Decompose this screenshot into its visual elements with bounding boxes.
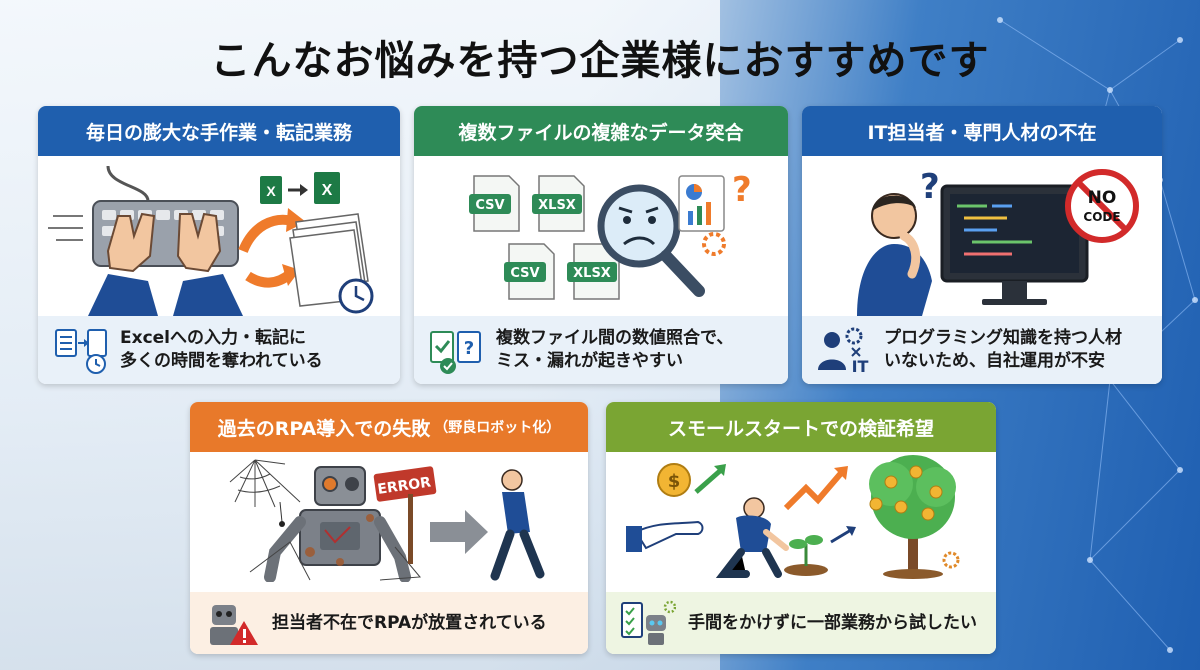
svg-text:?: ? [464,338,474,359]
it-person-gear-icon: IT [818,327,869,376]
no-code-badge-line-1: NO [1088,188,1117,208]
card-heading: 過去のRPA導入での失敗 （野良ロボット化） [190,402,588,452]
card-description: Excelへの入力・転記に 多くの時間を奪われている [38,316,400,384]
keyboard-typing-illustration: X X [38,156,400,316]
file-label-csv: CSV [510,266,539,281]
svg-text:?: ? [732,170,752,210]
description-line-2: ミス・漏れが起きやすい [496,351,683,371]
broken-robot-illustration: ERROR [190,452,588,582]
card-no-it-staff: IT担当者・専門人材の不在 ? NO CODE [802,106,1162,384]
heading-note: （野良ロボット化） [434,420,561,436]
description-line-2: いないため、自社運用が不安 [884,351,1105,371]
card-manual-work: 毎日の膨大な手作業・転記業務 X X [38,106,400,384]
svg-text:X: X [266,183,276,199]
card-description: ? 複数ファイル間の数値照合で、 ミス・漏れが起きやすい [414,316,788,384]
card-heading: IT担当者・専門人材の不在 [802,106,1162,156]
growth-tree-illustration: $ [606,452,996,582]
no-code-badge-line-2: CODE [1083,210,1120,224]
page-title: こんなお悩みを持つ企業様におすすめです [210,38,990,84]
card-description: 手間をかけずに一部業務から試したい [606,592,996,654]
robot-warning-icon [210,605,258,645]
checklist-question-icon: ? [430,331,481,374]
document-transfer-icon [55,329,107,374]
card-data-matching: 複数ファイルの複雑なデータ突合 CSV XLSX CSV XLSX [414,106,788,384]
file-comparison-illustration: CSV XLSX CSV XLSX [414,156,788,316]
checklist-robot-icon [621,600,676,645]
description-line-1: 複数ファイル間の数値照合で、 [496,328,734,349]
heading-text: 過去のRPA導入での失敗 [217,417,431,440]
description-line-1: プログラミング知識を持つ人材 [884,328,1122,349]
svg-text:?: ? [920,167,940,207]
card-small-start: スモールスタートでの検証希望 $ [606,402,996,654]
file-label-xlsx: XLSX [538,198,576,213]
it-label: IT [852,357,869,376]
svg-text:X: X [322,182,333,199]
card-description: 担当者不在でRPAが放置されている [190,592,588,654]
card-description: IT プログラミング知識を持つ人材 いないため、自社運用が不安 [802,316,1162,384]
file-label-csv: CSV [475,198,504,213]
card-rpa-failure: 過去のRPA導入での失敗 （野良ロボット化） ERROR [190,402,588,654]
description-line-1: Excelへの入力・転記に [120,328,307,349]
error-sign-label: ERROR [377,474,433,497]
file-label-xlsx: XLSX [573,266,611,281]
description-line-1: 手間をかけずに一部業務から試したい [688,612,977,633]
description-line-2: 多くの時間を奪われている [120,351,323,371]
description-line-1: 担当者不在でRPAが放置されている [272,612,547,633]
card-heading: スモールスタートでの検証希望 [606,402,996,452]
confused-person-illustration: ? NO CODE [802,156,1162,316]
coin-symbol: $ [668,471,681,492]
card-heading: 毎日の膨大な手作業・転記業務 [38,106,400,156]
card-heading: 複数ファイルの複雑なデータ突合 [414,106,788,156]
